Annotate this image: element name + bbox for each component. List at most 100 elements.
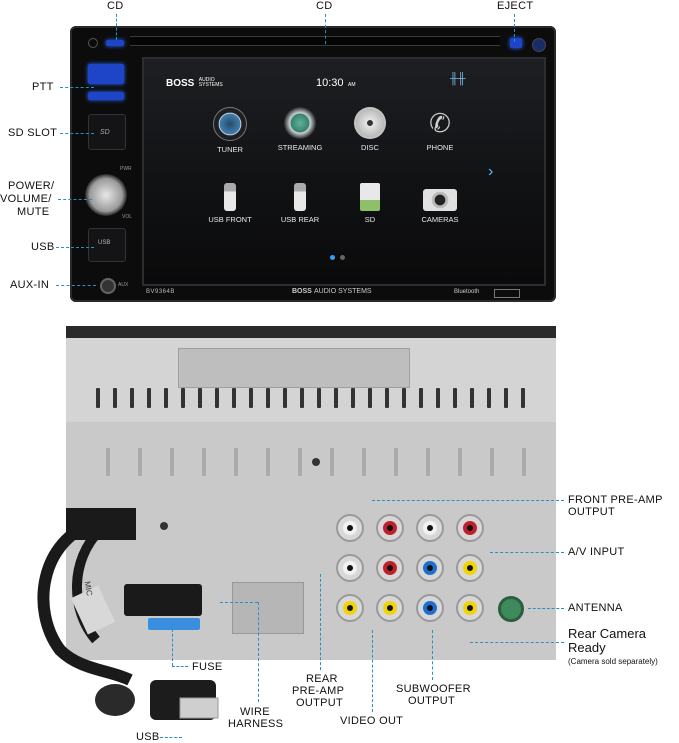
vent-slot [426,448,430,476]
rca-jack[interactable] [456,514,484,542]
app-cameras[interactable]: CAMERAS [410,183,470,224]
label-front-preamp-2: OUTPUT [568,506,616,518]
screen-brand-sub: AUDIO SYSTEMS [198,77,223,88]
label-cd-left: CD [107,0,124,12]
vent-slot [470,388,474,408]
vent-slot [249,388,253,408]
leader-power [58,199,92,200]
app-label: DISC [361,143,379,152]
rca-jack[interactable] [336,514,364,542]
leader-fuse-h [172,666,188,667]
vent-slot [106,448,110,476]
vent-slot [394,448,398,476]
leader-usb-front [56,247,94,248]
wire-harness-connector[interactable] [124,584,202,616]
label-cd-top: CD [316,0,333,12]
app-label: STREAMING [277,143,323,152]
rca-jack[interactable] [416,594,444,622]
vent-slot [266,448,270,476]
sd-slot[interactable] [88,114,126,150]
disc-icon [354,107,386,139]
sd-slot-icon: SD [100,129,110,136]
app-label: TUNER [217,145,243,154]
harness-recess [232,582,304,634]
screen-clock: 10:30 AM [316,73,355,91]
equalizer-icon[interactable]: ╫╫ [450,73,466,85]
vent-slot [362,448,366,476]
fuse[interactable] [148,618,200,630]
rca-jack[interactable] [416,514,444,542]
power-volume-knob[interactable] [85,174,127,216]
vent-slot [490,448,494,476]
vent-slot [198,388,202,408]
leader-av-input [490,552,564,553]
faceplate-brand-bold: BOSS [292,288,312,295]
vent-slot [402,388,406,408]
clock-ampm: AM [347,82,356,88]
rca-jack[interactable] [376,554,404,582]
leader-video-out [372,630,373,712]
label-rear-preamp-3: OUTPUT [296,697,344,709]
vent-slot [130,388,134,408]
label-fuse: FUSE [192,661,223,673]
tuner-icon [213,107,247,141]
rca-jack[interactable] [456,594,484,622]
app-tuner[interactable]: TUNER [200,107,260,154]
label-video-out: VIDEO OUT [340,715,404,727]
rca-jack[interactable] [376,514,404,542]
touch-screen[interactable]: BOSS AUDIO SYSTEMS 10:30 AM ╫╫ TUNER STR… [142,57,546,286]
ptt-button[interactable] [88,64,124,84]
next-page-chevron-icon[interactable]: › [488,163,494,180]
cert-badges [494,289,520,298]
leader-subwoofer [432,630,433,680]
label-subwoofer-2: OUTPUT [408,695,456,707]
leader-front-preamp [372,500,564,501]
label-power-1: POWER/ [8,180,55,192]
page-dot[interactable] [340,255,345,260]
label-power-2: VOLUME/ [0,193,52,205]
cd-button[interactable] [106,40,124,46]
clock-time: 10:30 [316,77,344,89]
rca-jack[interactable] [376,594,404,622]
app-disc[interactable]: DISC [340,107,400,152]
rca-jack[interactable] [336,554,364,582]
app-phone[interactable]: ✆ PHONE [410,107,470,152]
top-vents [96,388,536,412]
chassis-rear-panel [66,338,556,660]
vent-slot [234,448,238,476]
label-aux-in: AUX-IN [10,279,50,291]
vent-slot [96,388,100,408]
model-label: BV9364B [146,289,175,295]
vent-slot [504,388,508,408]
pwr-label: PWR [120,166,132,172]
vent-slot [385,388,389,408]
vent-slot [298,448,302,476]
rca-jack[interactable] [456,554,484,582]
screw [312,458,320,466]
rca-jack[interactable] [416,554,444,582]
label-wire-harness-1: WIRE [240,706,270,718]
app-usb-rear[interactable]: USB REAR [270,183,330,224]
vent-slot [334,388,338,408]
vent-slot [283,388,287,408]
app-usb-front[interactable]: USB FRONT [200,183,260,224]
page-dot-active[interactable] [330,255,335,260]
leader-eject [514,14,515,42]
leader-cd-left [116,14,117,40]
aux-in-jack[interactable] [100,278,116,294]
label-antenna: ANTENNA [568,602,623,614]
bluetooth-label: Bluetooth [454,289,480,295]
ptt-secondary-button[interactable] [88,92,124,100]
rca-jack[interactable] [336,594,364,622]
eject-button[interactable] [510,38,522,48]
vol-label: VOL [122,214,133,220]
streaming-icon [284,107,316,139]
antenna-port[interactable] [498,596,524,622]
app-streaming[interactable]: STREAMING [270,107,330,152]
usb-front-port[interactable] [88,228,126,262]
leader-sd-slot [60,133,94,134]
label-rear-preamp-2: PRE-AMP [292,685,345,697]
vent-slot [458,448,462,476]
cd-slot[interactable] [130,36,500,46]
app-sd[interactable]: SD [340,183,400,224]
